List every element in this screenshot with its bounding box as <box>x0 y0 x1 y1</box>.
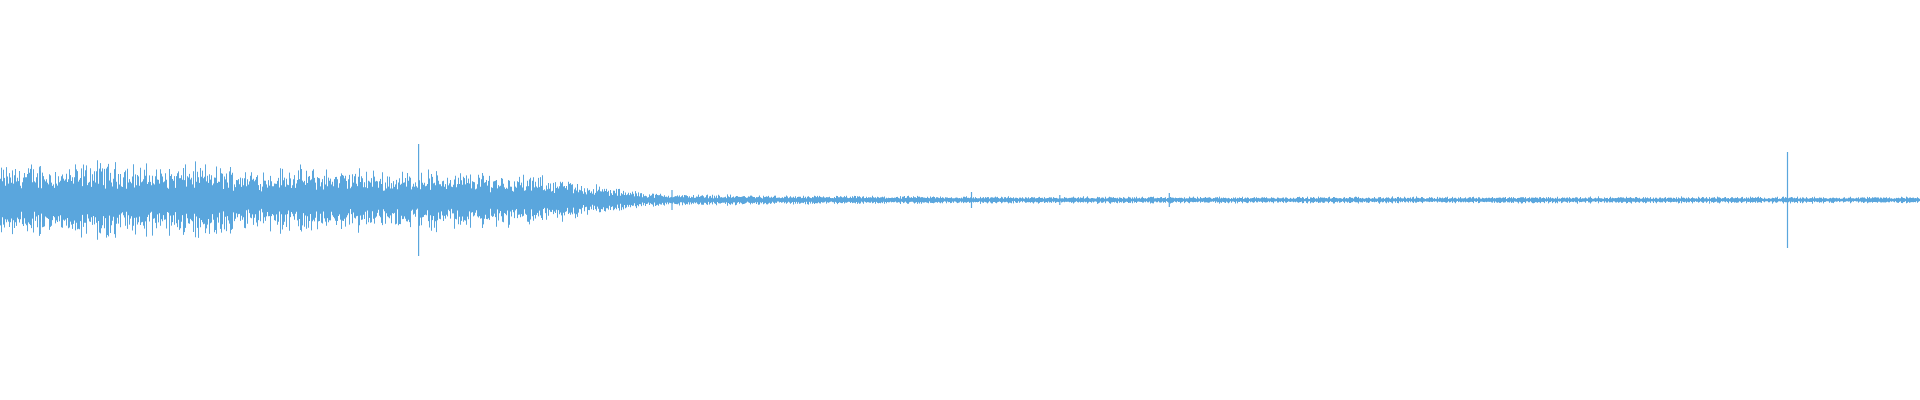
waveform-transients <box>39 144 1789 256</box>
waveform-trace <box>0 160 1920 240</box>
